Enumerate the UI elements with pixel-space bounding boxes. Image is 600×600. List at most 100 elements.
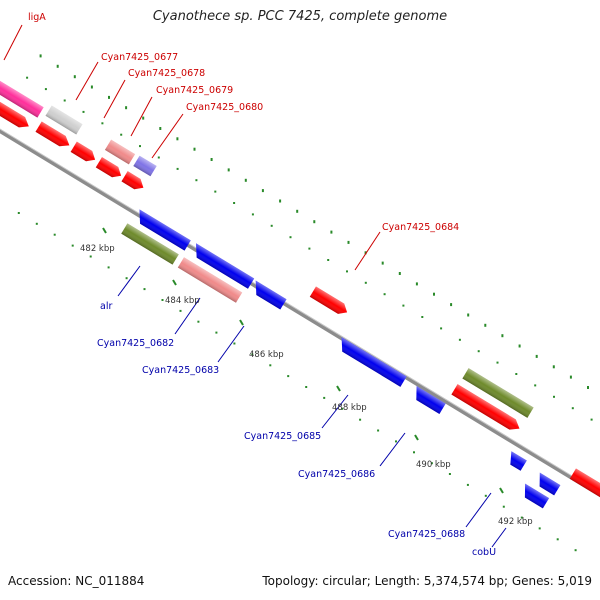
- genome-title: Cyanothece sp. PCC 7425, complete genome: [152, 9, 448, 24]
- track-dot: [323, 396, 326, 399]
- label-cyan7425-0683[interactable]: Cyan7425_0683: [142, 365, 219, 376]
- track-dot: [477, 350, 480, 353]
- label-cyan7425-0682[interactable]: Cyan7425_0682: [97, 338, 174, 349]
- label-alr[interactable]: alr: [100, 301, 112, 312]
- track-dot: [233, 342, 236, 345]
- track-dot: [383, 293, 386, 296]
- track-dot: [270, 224, 273, 227]
- track-dot: [101, 122, 104, 125]
- track-dot: [261, 189, 264, 193]
- track-dot: [381, 261, 384, 265]
- track-dot: [590, 418, 593, 421]
- track-dot: [107, 266, 110, 269]
- track-dot: [535, 354, 538, 358]
- track-dot: [176, 167, 179, 170]
- track-dot: [553, 395, 555, 398]
- label-cyan7425-0679[interactable]: Cyan7425_0679: [156, 85, 233, 96]
- track-dot: [552, 365, 555, 369]
- tick-label: 484 kbp: [165, 296, 200, 306]
- track-dot: [195, 179, 198, 182]
- track-dot: [35, 222, 38, 225]
- track-dot: [176, 137, 179, 141]
- track-dot: [364, 251, 367, 255]
- track-dot: [484, 323, 487, 327]
- track-dot: [330, 230, 333, 234]
- track-dot: [279, 199, 282, 203]
- track-dot: [341, 407, 344, 410]
- track-dot: [125, 106, 128, 110]
- track-dot: [402, 304, 405, 307]
- scale-labels: 482 kbp 484 kbp 486 kbp 488 kbp 490 kbp …: [80, 244, 533, 527]
- label-cyan7425-0685[interactable]: Cyan7425_0685: [244, 431, 321, 442]
- track-dot: [556, 538, 559, 541]
- track-dot: [233, 202, 236, 204]
- callout-lines: [3, 24, 507, 548]
- track-dot: [143, 288, 146, 291]
- track-dot: [82, 110, 85, 113]
- track-dot: [26, 76, 29, 79]
- track-dot: [63, 99, 66, 102]
- track-dot: [448, 473, 451, 475]
- track-dot: [413, 451, 415, 454]
- track-dot: [515, 373, 518, 375]
- track-dot: [89, 255, 92, 258]
- track-dot: [440, 327, 443, 330]
- track-dot: [39, 54, 42, 58]
- genome-backbone: [0, 128, 600, 498]
- track-dot: [139, 145, 141, 148]
- track-dot: [398, 272, 401, 275]
- track-dot: [193, 147, 196, 151]
- track-dot: [520, 516, 523, 519]
- track-dot: [502, 505, 505, 508]
- track-dot: [538, 527, 541, 530]
- track-dot: [305, 386, 308, 388]
- track-dot: [346, 270, 348, 273]
- track-dot: [157, 156, 160, 159]
- dotted-tracks: [17, 54, 593, 552]
- track-dot: [142, 116, 145, 120]
- scale-ticks: [102, 227, 504, 494]
- track-dot: [214, 190, 217, 193]
- track-dot: [17, 212, 20, 214]
- track-dot: [433, 292, 435, 296]
- track-dot: [430, 462, 433, 465]
- track-dot: [215, 331, 218, 334]
- track-dot: [327, 259, 330, 261]
- track-dot: [251, 213, 254, 216]
- track-dot: [313, 220, 316, 224]
- track-dot: [377, 429, 380, 432]
- label-cobU[interactable]: cobU: [472, 547, 496, 558]
- tick-label: 488 kbp: [332, 403, 367, 413]
- track-dot: [574, 549, 577, 552]
- track-dot: [125, 277, 128, 280]
- gene-features: [0, 76, 600, 509]
- track-dot: [359, 418, 362, 421]
- track-dot: [269, 364, 272, 367]
- label-ligA[interactable]: ligA: [28, 12, 46, 23]
- track-dot: [587, 386, 589, 389]
- track-dot: [347, 240, 350, 244]
- track-dot: [227, 168, 230, 172]
- track-dot: [73, 75, 76, 79]
- label-cyan7425-0680[interactable]: Cyan7425_0680: [186, 102, 263, 113]
- tick-label: 490 kbp: [416, 460, 451, 470]
- track-dot: [496, 361, 499, 364]
- label-cyan7425-0678[interactable]: Cyan7425_0678: [128, 68, 205, 79]
- label-cyan7425-0684[interactable]: Cyan7425_0684: [382, 222, 459, 233]
- track-dot: [466, 483, 469, 486]
- track-dot: [71, 244, 74, 247]
- track-dot: [569, 375, 572, 379]
- label-cyan7425-0686[interactable]: Cyan7425_0686: [298, 469, 375, 480]
- track-dot: [518, 344, 521, 348]
- track-dot: [534, 384, 537, 387]
- track-dot: [458, 338, 461, 341]
- track-dot: [501, 334, 504, 338]
- track-dot: [161, 299, 164, 301]
- track-dot: [415, 282, 418, 286]
- label-cyan7425-0677[interactable]: Cyan7425_0677: [101, 52, 178, 63]
- track-dot: [197, 320, 200, 323]
- track-dot: [90, 85, 93, 89]
- label-cyan7425-0688[interactable]: Cyan7425_0688: [388, 529, 465, 540]
